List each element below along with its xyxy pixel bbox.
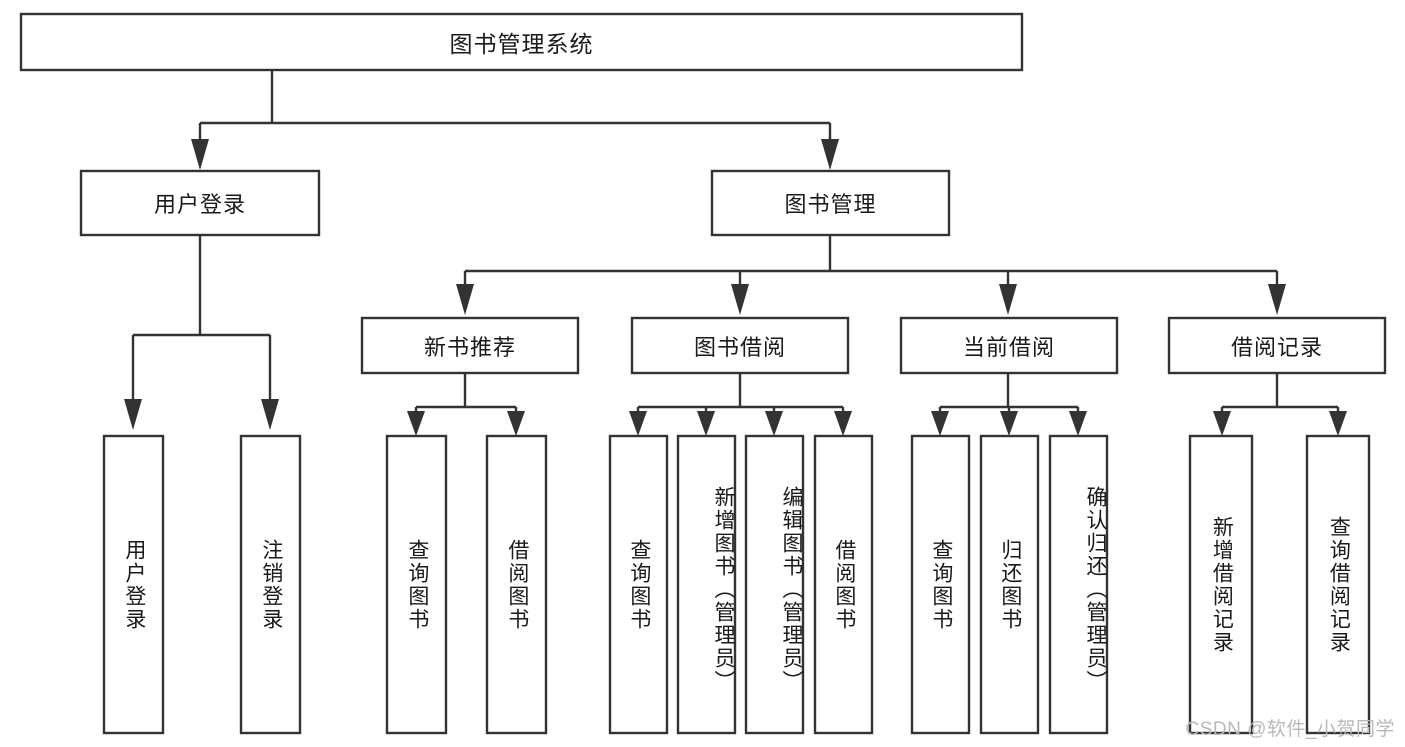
node-leaf-bb-borrow[interactable] — [813, 434, 874, 735]
node-new-book-rec[interactable] — [360, 316, 580, 375]
node-leaf-rec-query[interactable] — [385, 434, 448, 735]
arrowhead-user-login — [191, 139, 209, 170]
arrowhead-leaf-br-query — [1329, 411, 1347, 436]
node-leaf-bb-edit[interactable] — [744, 434, 805, 735]
node-leaf-bb-query[interactable] — [608, 434, 669, 735]
arrowhead-current-borrow — [999, 284, 1017, 315]
arrowhead-borrow-record — [1268, 284, 1286, 315]
node-leaf-cb-confirm[interactable] — [1048, 434, 1109, 735]
arrowhead-leaf-cb-return — [1000, 411, 1018, 436]
node-borrow-record[interactable] — [1167, 316, 1387, 375]
node-leaf-cb-query[interactable] — [910, 434, 971, 735]
arrowhead-leaf-rec-query — [407, 411, 425, 436]
arrowhead-leaf-bb-query — [629, 411, 647, 436]
node-book-borrow[interactable] — [630, 316, 850, 375]
arrowhead-book-borrow — [731, 284, 749, 315]
node-root[interactable] — [19, 12, 1024, 72]
arrowhead-leaf-bb-add — [697, 411, 715, 436]
arrowhead-leaf-bb-edit — [765, 411, 783, 436]
node-leaf-logout[interactable] — [239, 434, 302, 735]
arrowhead-leaf-bb-borrow — [834, 411, 852, 436]
connector-layer — [124, 70, 1347, 436]
node-layer — [19, 12, 1387, 735]
arrowhead-leaf-cb-confirm — [1069, 411, 1087, 436]
arrowhead-new-book-rec — [456, 284, 474, 315]
node-user-login[interactable] — [79, 169, 321, 237]
node-leaf-cb-return[interactable] — [979, 434, 1040, 735]
arrowhead-leaf-user-login — [124, 399, 142, 430]
arrowhead-leaf-logout — [261, 399, 279, 430]
arrowhead-book-manage — [821, 139, 839, 170]
arrowhead-leaf-cb-query — [931, 411, 949, 436]
arrowhead-leaf-rec-borrow — [507, 411, 525, 436]
arrowhead-leaf-br-add — [1213, 411, 1231, 436]
node-book-manage[interactable] — [710, 169, 951, 237]
node-leaf-bb-add[interactable] — [676, 434, 737, 735]
node-current-borrow[interactable] — [899, 316, 1119, 375]
node-leaf-br-add[interactable] — [1188, 434, 1254, 735]
node-leaf-user-login[interactable] — [102, 434, 165, 735]
node-leaf-rec-borrow[interactable] — [485, 434, 548, 735]
node-leaf-br-query[interactable] — [1305, 434, 1371, 735]
